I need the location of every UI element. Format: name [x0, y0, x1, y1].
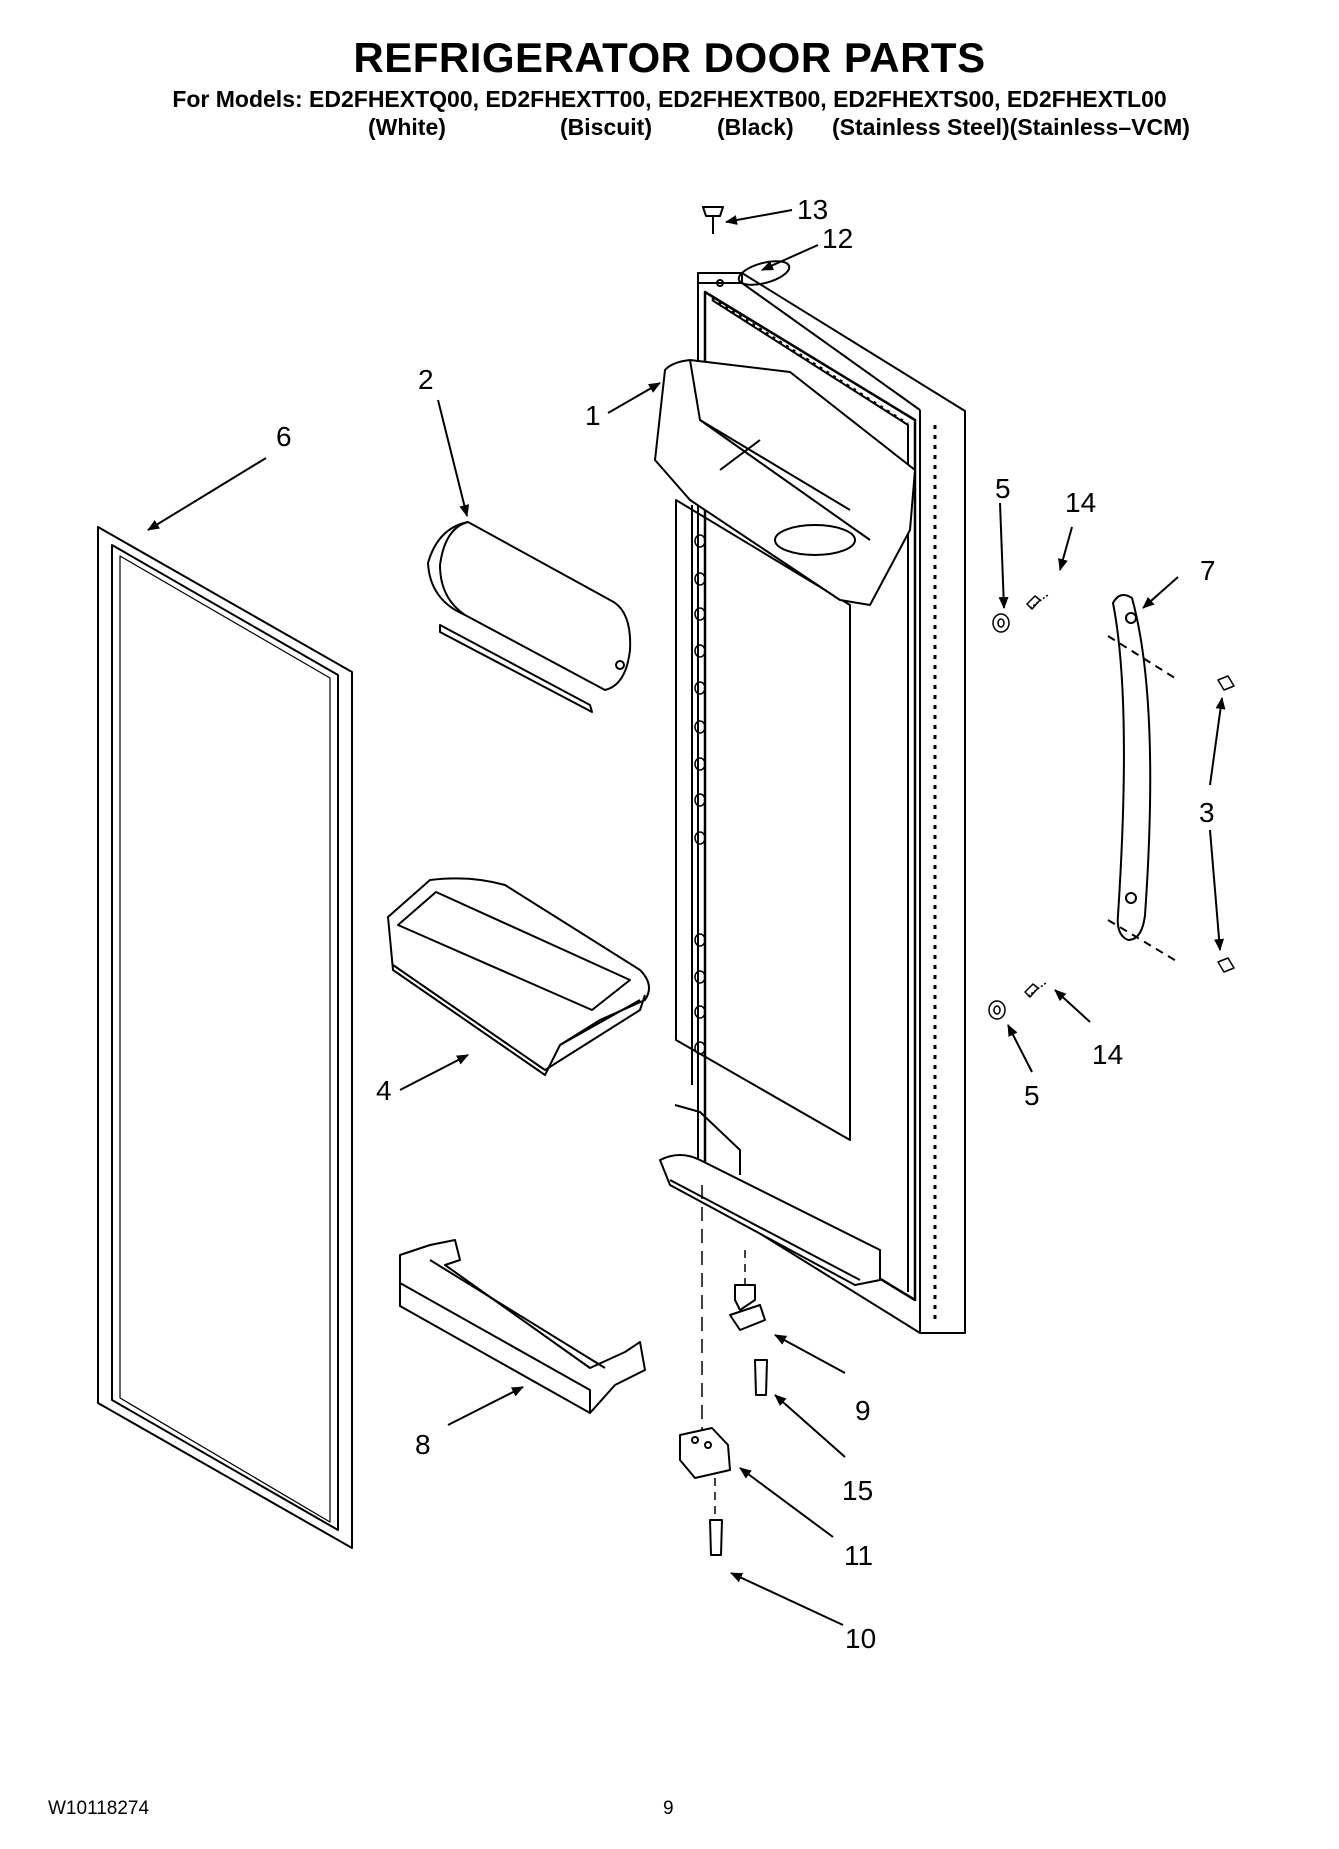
callout-4: 4 [376, 1075, 392, 1106]
callout-10: 10 [845, 1623, 876, 1654]
callout-12: 12 [822, 223, 853, 254]
callout-7: 7 [1200, 555, 1216, 586]
callout-9: 9 [855, 1395, 871, 1426]
callout-8: 8 [415, 1429, 431, 1460]
callout-3: 3 [1199, 797, 1215, 828]
callout-6: 6 [276, 421, 292, 452]
color-white: (White) [368, 114, 446, 140]
callout-15: 15 [842, 1475, 873, 1506]
door-rack [399, 1239, 646, 1414]
page-title: REFRIGERATOR DOOR PARTS [353, 34, 986, 81]
handle-screws [988, 594, 1235, 1020]
callout-5-bottom: 5 [1024, 1080, 1040, 1111]
callout-1: 1 [585, 400, 601, 431]
callout-5-top: 5 [995, 473, 1011, 504]
color-black: (Black) [717, 114, 794, 140]
door-bin [387, 877, 650, 1076]
door-handle [1112, 593, 1152, 941]
models-line: For Models: ED2FHEXTQ00, ED2FHEXTT00, ED… [172, 86, 1167, 112]
document-number: W10118274 [48, 1798, 150, 1819]
color-stainless: (Stainless Steel)(Stainless–VCM) [832, 114, 1190, 140]
page-number: 9 [663, 1798, 674, 1819]
callout-14-bottom: 14 [1092, 1039, 1123, 1070]
bottom-hinge-hardware [679, 1185, 768, 1556]
dairy-door [427, 521, 632, 713]
leader-lines [147, 209, 1226, 1626]
color-biscuit: (Biscuit) [560, 114, 652, 140]
callout-13: 13 [797, 194, 828, 225]
door-gasket [97, 526, 353, 1549]
callout-14-top: 14 [1065, 487, 1096, 518]
callout-11: 11 [844, 1540, 873, 1571]
callout-2: 2 [418, 364, 434, 395]
door-liner [654, 272, 966, 1334]
